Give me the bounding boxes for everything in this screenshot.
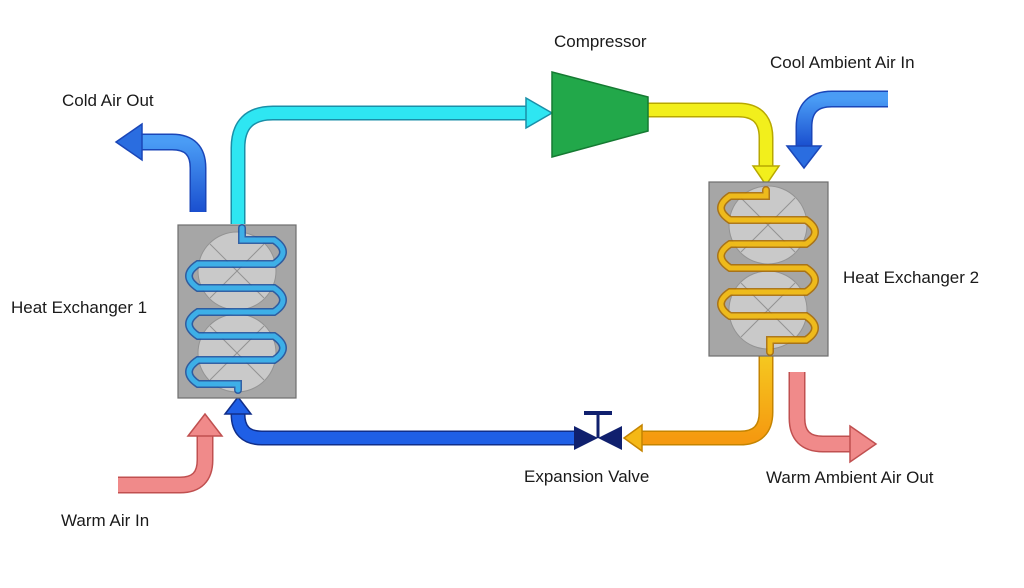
heat-exchanger-1 xyxy=(177,224,297,399)
expansion-valve-icon xyxy=(574,411,622,450)
warm-ambient-air-out-arrow xyxy=(788,372,878,464)
return-line xyxy=(223,395,574,446)
compressor-icon xyxy=(551,71,649,158)
cool-ambient-air-in-label: Cool Ambient Air In xyxy=(770,53,915,72)
heat-exchanger-1-label: Heat Exchanger 1 xyxy=(11,298,148,317)
suction-line xyxy=(230,96,554,224)
hx2-coil xyxy=(717,186,819,356)
warm-air-in-label: Warm Air In xyxy=(61,511,150,530)
hx1-coil xyxy=(185,224,287,394)
compressor-label: Compressor xyxy=(554,32,647,51)
warm-air-in-arrow xyxy=(118,412,224,494)
discharge-line xyxy=(648,102,781,187)
expansion-valve-label: Expansion Valve xyxy=(524,467,650,486)
warm-ambient-air-out-label: Warm Ambient Air Out xyxy=(766,468,934,487)
cool-ambient-air-in-arrow xyxy=(785,90,888,170)
heat-exchanger-2 xyxy=(708,181,829,357)
cold-air-out-arrow xyxy=(114,122,207,212)
heat-exchanger-2-label: Heat Exchanger 2 xyxy=(843,268,980,287)
liquid-line xyxy=(622,356,774,453)
cold-air-out-label: Cold Air Out xyxy=(62,91,154,110)
